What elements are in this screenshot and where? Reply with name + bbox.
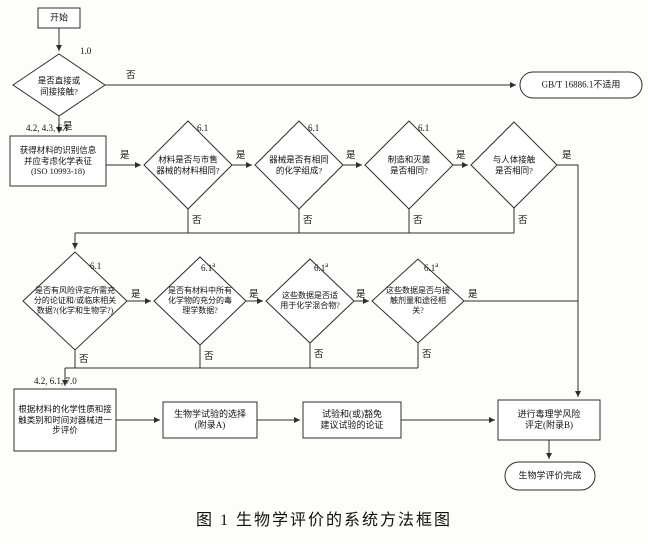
- same-process-question: 制造和灭菌是否相同?: [387, 154, 431, 175]
- same-composition-question: 器械是否有相同的化学组成?: [269, 154, 329, 175]
- edge-label-yes: 是: [236, 151, 246, 161]
- edge-label-yes: 是: [562, 151, 572, 161]
- test-justification-shape: [302, 401, 402, 439]
- test-selection-line2: (附录A): [194, 420, 226, 430]
- same-material-question: 材料是否与市售器械的材料相同?: [156, 154, 220, 175]
- ref-same-composition: 6.1: [308, 123, 320, 133]
- tox-data-question: 是否有材料中所有化学物的充分的毒理学数据?: [168, 286, 232, 315]
- test-justification-line1: 试验和(或)豁免: [322, 408, 382, 419]
- arrow-contact-same-yes-down: [557, 164, 581, 397]
- test-justification-line2: 建议试验的论证: [320, 420, 384, 430]
- edge-label-no: 否: [204, 352, 214, 362]
- tox-risk-shape: [497, 399, 601, 441]
- ref-mixture: 6.1a: [314, 261, 329, 273]
- mixture-question: 这些数据是否适用于化学混合物?: [280, 291, 340, 310]
- tox-risk-line1: 进行毒理学风险: [517, 408, 581, 419]
- edge-label-yes: 是: [249, 290, 259, 300]
- ref-same-process: 6.1: [418, 123, 430, 133]
- further-eval-node: 根据材料的化学性质和接触类别和时间对器械进一步评价: [18, 404, 112, 436]
- edge-label-no: 否: [126, 71, 136, 81]
- start-node: 开始: [49, 12, 68, 23]
- test-justification-node: 试验和(或)豁免 建议试验的论证: [306, 409, 398, 432]
- test-selection-line1: 生物学试验的选择: [173, 408, 246, 419]
- material-info-line3: (ISO 10993-18): [30, 166, 86, 177]
- ref-justification: 6.1: [90, 261, 102, 271]
- material-info-line2: 并应考虑化学表征: [23, 155, 92, 166]
- edge-label-no: 否: [314, 350, 324, 360]
- edge-label-yes: 是: [468, 290, 478, 300]
- edge-label-no: 否: [192, 216, 202, 226]
- edge-label-yes: 是: [356, 290, 366, 300]
- merge-lines: [65, 208, 578, 369]
- edge-label-no: 否: [518, 216, 528, 226]
- tox-risk-line2: 评定(附录B): [525, 420, 573, 430]
- edge-label-yes: 是: [456, 151, 466, 161]
- test-selection-node: 生物学试验的选择 (附录A): [166, 409, 254, 432]
- ref-tox-data: 6.1a: [201, 261, 216, 273]
- not-applicable-shape: [519, 71, 643, 99]
- not-applicable-node: GB/T 16886.1不适用: [541, 79, 621, 90]
- material-info-shape: [9, 135, 107, 187]
- edge-label-yes: 是: [131, 290, 141, 300]
- test-selection-shape: [162, 401, 258, 439]
- ref-contact: 1.0: [80, 46, 92, 56]
- complete-shape: [504, 461, 596, 491]
- material-info-node: 获得材料的识别信息 并应考虑化学表征 (ISO 10993-18): [12, 145, 104, 177]
- edge-label-no: 否: [422, 350, 432, 360]
- edge-label-yes: 是: [120, 151, 130, 161]
- same-contact-question: 与人体接触是否相同?: [492, 154, 536, 175]
- contact-question: 是否直接或间接接触?: [37, 75, 81, 96]
- tox-risk-node: 进行毒理学风险 评定(附录B): [501, 409, 597, 432]
- figure-caption: 图 1 生物学评价的系统方法框图: [195, 512, 452, 529]
- edge-label-no: 否: [303, 216, 313, 226]
- ref-further-eval: 4.2, 6.1, 7.0: [34, 376, 77, 386]
- material-info-line1: 获得材料的识别信息: [19, 145, 97, 156]
- ref-dose-route: 6.1a: [424, 261, 439, 273]
- edge-label-no: 否: [413, 216, 423, 226]
- edge-label-no: 否: [79, 355, 89, 365]
- ref-material-info: 4.2, 4.3, 6.1: [26, 123, 69, 133]
- complete-node: 生物学评价完成: [518, 470, 582, 481]
- edge-label-yes: 是: [63, 122, 73, 132]
- edge-label-yes: 是: [346, 151, 356, 161]
- justification-question: 是否有风险评定所需充分的论证和/或临床相关数据?(化学和生物学?): [33, 286, 117, 315]
- ref-same-material: 6.1: [197, 123, 209, 133]
- dose-route-question: 这些数据是否与接触剂量和途径相关?: [386, 286, 450, 315]
